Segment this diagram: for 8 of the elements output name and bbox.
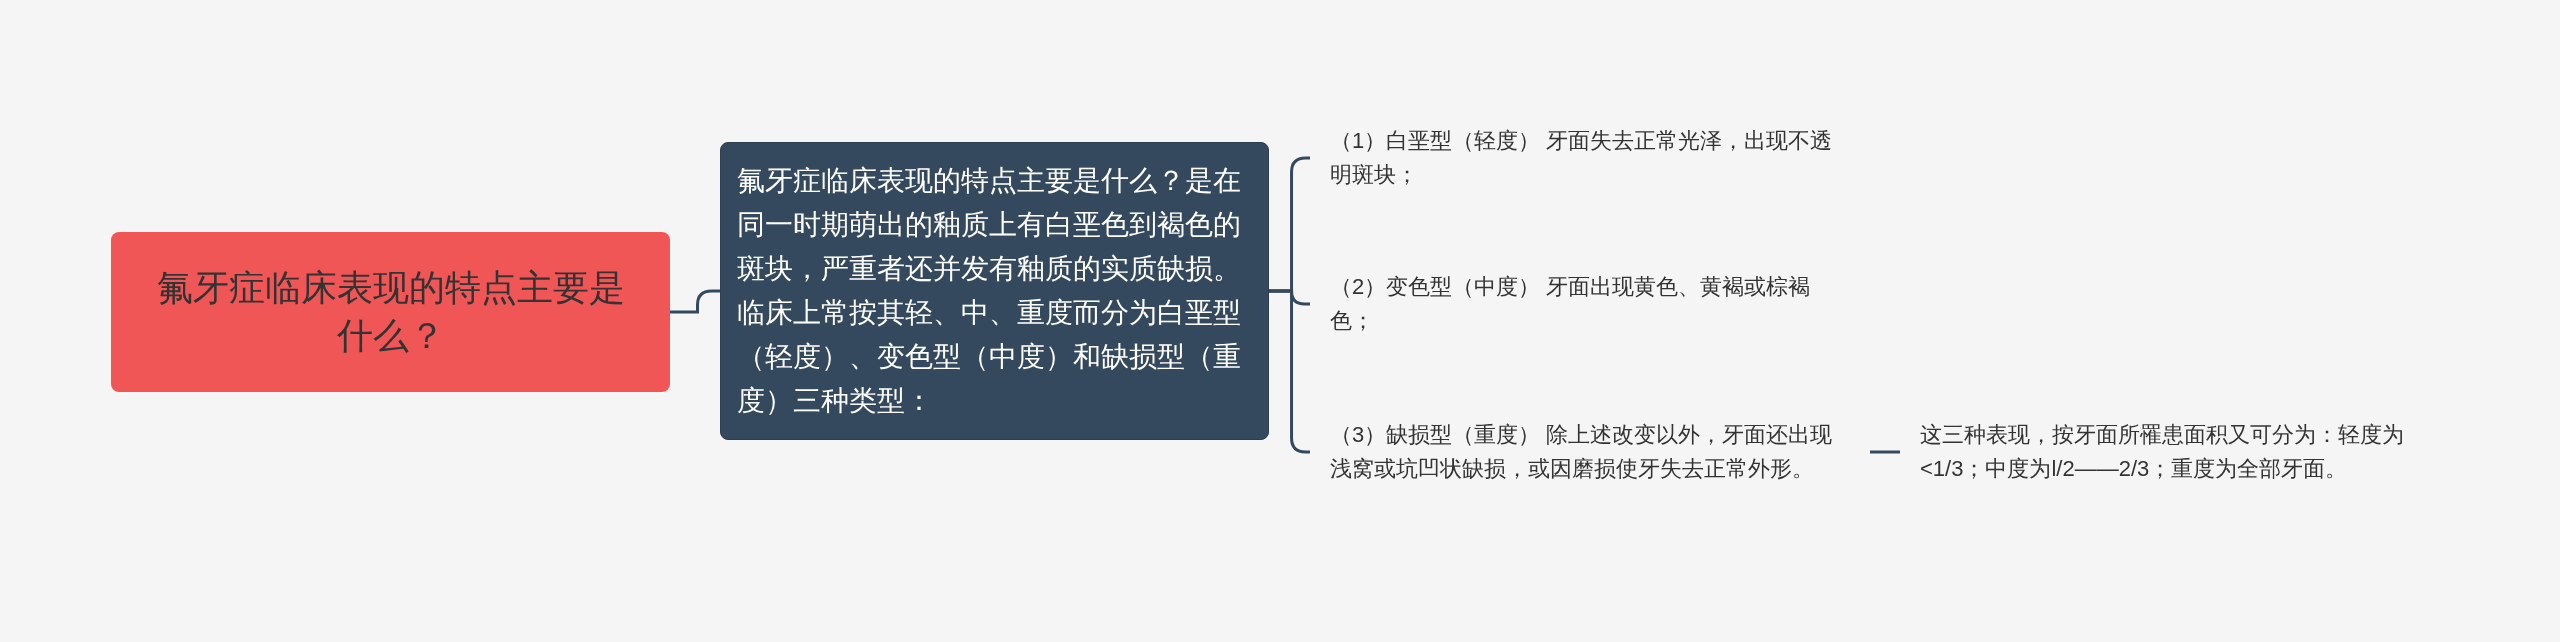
subtopic-text: 这三种表现，按牙面所罹患面积又可分为：轻度为<1/3；中度为l/2——2/3；重度为全部牙面。	[1900, 418, 2460, 486]
connector-line	[1870, 450, 1900, 454]
subtopic-text: （2）变色型（中度） 牙面出现黄色、黄褐或棕褐色；	[1310, 270, 1870, 338]
topic-box: 氟牙症临床表现的特点主要是什么？是在同一时期萌出的釉质上有白垩色到褐色的斑块，严重者还并发有釉质的实质缺损。临床上常按其轻、中、重度而分为白垩型（轻度）、变色型（中度）和缺损型（重度）三种类型：	[720, 142, 1269, 440]
root-topic-box: 氟牙症临床表现的特点主要是什么？	[111, 232, 670, 392]
subtopic-text: （1）白垩型（轻度） 牙面失去正常光泽，出现不透明斑块；	[1310, 124, 1870, 192]
connector-line	[670, 289, 720, 314]
subtopic-text: （3）缺损型（重度） 除上述改变以外，牙面还出现浅窝或坑凹状缺损，或因磨损使牙失去正常外形。	[1310, 418, 1870, 486]
